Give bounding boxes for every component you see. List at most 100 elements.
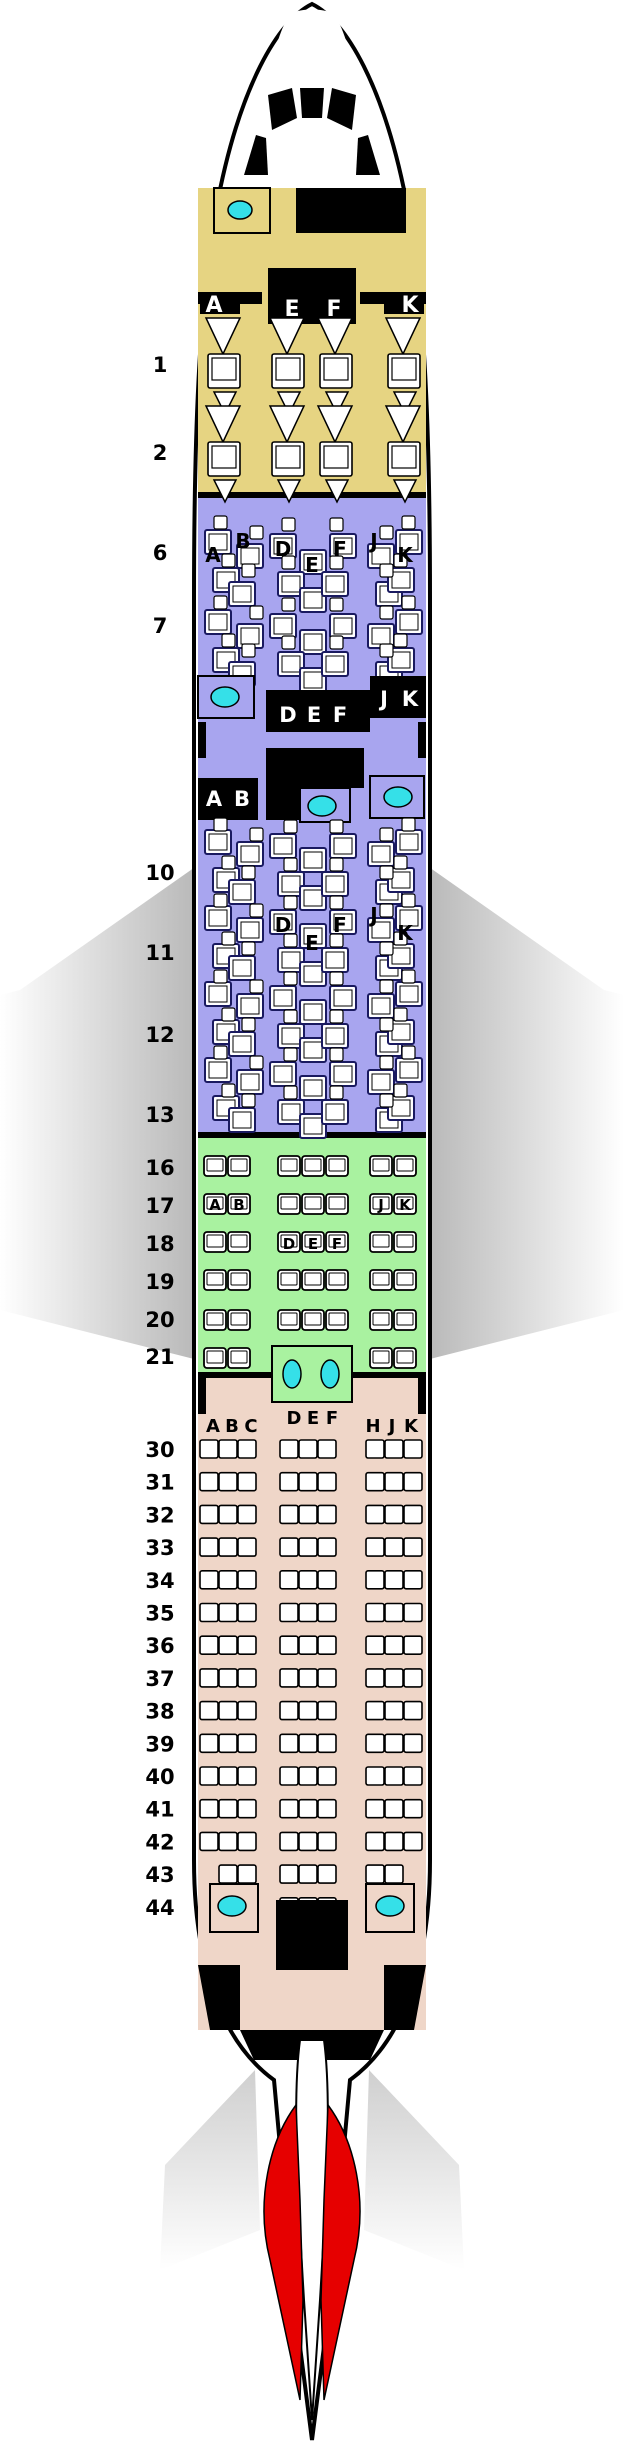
economy-seat[interactable] [403,1635,423,1655]
economy-seat[interactable] [365,1864,385,1884]
economy-seat[interactable] [237,1831,257,1852]
economy-seat[interactable] [317,1439,337,1459]
economy-seat[interactable] [199,1504,219,1525]
economy-seat[interactable] [298,1504,318,1525]
economy-seat[interactable] [199,1766,219,1786]
economy-seat[interactable] [403,1439,423,1459]
economy-seat[interactable] [279,1504,299,1525]
economy-seat[interactable] [218,1864,238,1884]
economy-seat[interactable] [365,1766,385,1786]
economy-seat[interactable] [279,1864,299,1884]
economy-seat[interactable] [279,1700,299,1721]
economy-seat[interactable] [237,1668,257,1688]
economy-seat[interactable] [218,1798,238,1819]
first-seat[interactable] [271,353,305,389]
economy-seat[interactable] [298,1864,318,1884]
club-seat[interactable] [321,1099,349,1125]
economy-seat[interactable] [218,1831,238,1852]
first-seat[interactable] [319,353,353,389]
club-seat[interactable] [387,647,415,673]
economy-seat[interactable] [218,1635,238,1655]
economy-seat[interactable] [298,1602,318,1623]
club-seat[interactable] [299,1075,327,1101]
economy-seat[interactable] [279,1439,299,1459]
club-seat[interactable] [329,833,357,859]
economy-seat[interactable] [218,1700,238,1721]
club-seat[interactable] [204,529,232,555]
first-seat[interactable] [387,353,421,389]
economy-seat[interactable] [279,1471,299,1492]
club-seat[interactable] [395,609,423,635]
economy-seat[interactable] [298,1635,318,1655]
economy-seat[interactable] [279,1635,299,1655]
club-seat[interactable] [299,847,327,873]
club-seat[interactable] [228,879,256,905]
club-seat[interactable] [277,571,305,597]
economy-seat[interactable] [317,1537,337,1557]
economy-seat[interactable] [199,1570,219,1590]
economy-seat[interactable] [384,1570,404,1590]
economy-seat[interactable] [237,1602,257,1623]
economy-seat[interactable] [317,1798,337,1819]
economy-seat[interactable] [317,1504,337,1525]
economy-seat[interactable] [237,1439,257,1459]
economy-seat[interactable] [365,1635,385,1655]
club-seat[interactable] [269,1061,297,1087]
economy-seat[interactable] [279,1831,299,1852]
economy-seat[interactable] [384,1635,404,1655]
economy-seat[interactable] [365,1798,385,1819]
economy-seat[interactable] [384,1537,404,1557]
economy-seat[interactable] [365,1570,385,1590]
economy-seat[interactable] [279,1733,299,1754]
economy-seat[interactable] [279,1570,299,1590]
economy-seat[interactable] [237,1864,257,1884]
club-seat[interactable] [299,587,327,613]
economy-seat[interactable] [218,1733,238,1754]
economy-seat[interactable] [403,1537,423,1557]
economy-seat[interactable] [279,1798,299,1819]
economy-seat[interactable] [317,1700,337,1721]
economy-seat[interactable] [298,1733,318,1754]
first-seat[interactable] [207,353,241,389]
economy-seat[interactable] [403,1602,423,1623]
economy-seat[interactable] [237,1798,257,1819]
economy-seat[interactable] [218,1537,238,1557]
economy-seat[interactable] [403,1668,423,1688]
economy-seat[interactable] [317,1602,337,1623]
economy-seat[interactable] [384,1471,404,1492]
economy-seat[interactable] [365,1439,385,1459]
economy-seat[interactable] [218,1439,238,1459]
economy-seat[interactable] [237,1700,257,1721]
economy-seat[interactable] [317,1471,337,1492]
economy-seat[interactable] [298,1831,318,1852]
economy-seat[interactable] [218,1602,238,1623]
economy-seat[interactable] [384,1798,404,1819]
economy-seat[interactable] [199,1700,219,1721]
club-seat[interactable] [277,651,305,677]
economy-seat[interactable] [237,1471,257,1492]
economy-seat[interactable] [199,1537,219,1557]
club-seat[interactable] [329,909,357,935]
economy-seat[interactable] [317,1831,337,1852]
first-seat[interactable] [319,441,353,477]
club-seat[interactable] [299,923,327,949]
economy-seat[interactable] [298,1798,318,1819]
club-seat[interactable] [299,885,327,911]
economy-seat[interactable] [298,1570,318,1590]
economy-seat[interactable] [384,1766,404,1786]
economy-seat[interactable] [237,1733,257,1754]
economy-seat[interactable] [317,1668,337,1688]
economy-seat[interactable] [237,1537,257,1557]
economy-seat[interactable] [403,1766,423,1786]
economy-seat[interactable] [365,1504,385,1525]
economy-seat[interactable] [199,1831,219,1852]
economy-seat[interactable] [237,1570,257,1590]
economy-seat[interactable] [237,1504,257,1525]
economy-seat[interactable] [403,1798,423,1819]
club-seat[interactable] [228,955,256,981]
economy-seat[interactable] [365,1700,385,1721]
first-seat[interactable] [207,441,241,477]
club-seat[interactable] [299,629,327,655]
economy-seat[interactable] [298,1766,318,1786]
club-seat[interactable] [299,1037,327,1063]
